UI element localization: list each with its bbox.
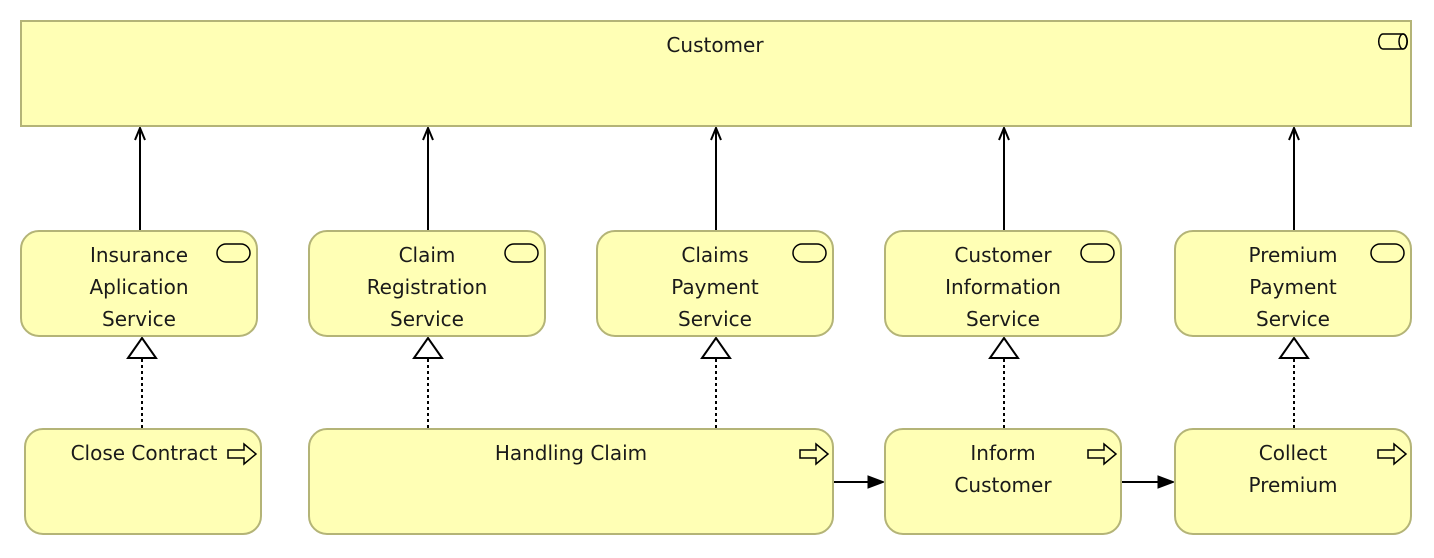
svc-premium-payment-label: Payment xyxy=(1249,275,1337,299)
proc-close-contract-box[interactable]: Close Contract xyxy=(24,428,262,535)
business-process-icon xyxy=(1087,442,1118,466)
serving-relation xyxy=(422,125,434,230)
business-process-icon xyxy=(799,442,830,466)
svc-customer-information-label: Customer xyxy=(954,243,1052,267)
proc-close-contract-label: Close Contract xyxy=(71,441,218,465)
proc-handling-claim-label: Handling Claim xyxy=(495,441,647,465)
serving-relation xyxy=(134,125,146,230)
svc-premium-payment-label: Service xyxy=(1256,307,1330,331)
serving-relation xyxy=(710,125,722,230)
svc-claim-registration-label: Claim xyxy=(399,243,456,267)
business-process-icon xyxy=(227,442,258,466)
business-service-icon xyxy=(504,243,539,263)
svc-customer-information-label: Information xyxy=(945,275,1061,299)
triggering-relation xyxy=(1122,475,1176,489)
svc-claim-registration-label: Service xyxy=(390,307,464,331)
business-process-icon xyxy=(1377,442,1408,466)
proc-handling-claim-box[interactable]: Handling Claim xyxy=(308,428,834,535)
svc-insurance-application-label: Aplication xyxy=(89,275,188,299)
svc-insurance-application-label: Service xyxy=(102,307,176,331)
business-service-icon xyxy=(1370,243,1405,263)
realization-relation xyxy=(1278,336,1310,428)
serving-relation xyxy=(998,125,1010,230)
serving-relation xyxy=(1288,125,1300,230)
svc-claims-payment-label: Payment xyxy=(671,275,759,299)
elements-layer: CustomerInsuranceAplicationServiceClaimR… xyxy=(20,20,1412,535)
svc-claims-payment-label: Service xyxy=(678,307,752,331)
business-service-icon xyxy=(216,243,251,263)
realization-relation xyxy=(988,336,1020,428)
business-role-icon xyxy=(1378,33,1408,50)
customer-role-box[interactable]: Customer xyxy=(20,20,1412,127)
triggering-relation xyxy=(834,475,886,489)
svc-claim-registration-label: Registration xyxy=(367,275,488,299)
svc-customer-information-label: Service xyxy=(966,307,1040,331)
business-service-icon xyxy=(1080,243,1115,263)
realization-relation xyxy=(412,336,444,428)
business-service-icon xyxy=(792,243,827,263)
proc-inform-customer-label: Inform xyxy=(970,441,1035,465)
relations-layer xyxy=(126,125,1310,489)
proc-collect-premium-label: Collect xyxy=(1259,441,1328,465)
realization-relation xyxy=(126,336,158,428)
svc-premium-payment-label: Premium xyxy=(1249,243,1338,267)
customer-role-label: Customer xyxy=(666,33,764,57)
realization-relation xyxy=(700,336,732,428)
svc-claims-payment-label: Claims xyxy=(681,243,748,267)
proc-inform-customer-label: Customer xyxy=(954,473,1052,497)
svc-insurance-application-label: Insurance xyxy=(90,243,188,267)
proc-collect-premium-label: Premium xyxy=(1249,473,1338,497)
